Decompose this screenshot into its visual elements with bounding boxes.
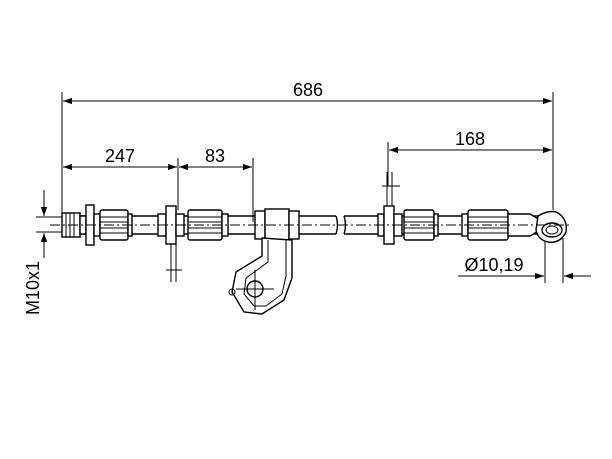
dimension-bracket-offset: 83 <box>179 146 254 222</box>
dimension-label-686: 686 <box>293 80 323 100</box>
bracket-clip-right <box>377 172 403 245</box>
dimension-label-thread: M10x1 <box>23 261 43 315</box>
dimension-label-168: 168 <box>455 129 485 149</box>
brake-hose <box>50 172 570 315</box>
dimension-eye-diameter: Ø10,19 <box>458 238 591 283</box>
dimension-thread: M10x1 <box>23 190 62 315</box>
dimension-label-diameter: Ø10,19 <box>464 255 523 275</box>
dimension-end-segment: 168 <box>387 129 552 186</box>
dimension-total-length: 686 <box>61 80 554 218</box>
dimension-label-83: 83 <box>205 146 225 166</box>
banjo-eye-fitting <box>535 210 567 243</box>
dimension-label-247: 247 <box>105 146 135 166</box>
bracket-clip-left <box>157 205 185 282</box>
mounting-bracket <box>228 208 300 315</box>
dimension-first-segment: 247 <box>63 146 179 210</box>
